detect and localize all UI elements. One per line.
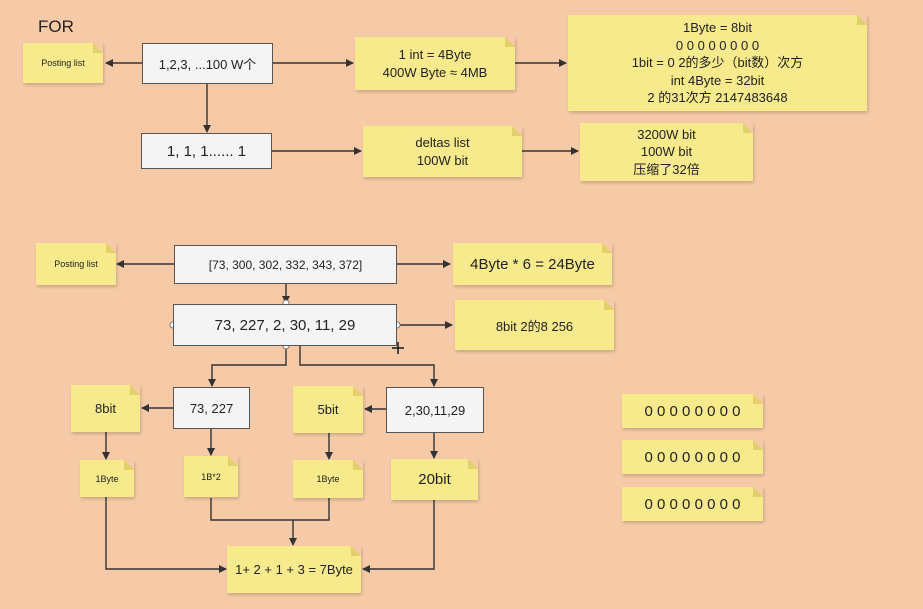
right-bits-label: 5bit [317, 402, 339, 417]
left-far-bytes-note: 1Byte [80, 460, 134, 497]
merge-left-bytes [210, 498, 293, 521]
left-bytes-label: 1B*2 [201, 471, 221, 482]
byte-bit-note: 1Byte = 8bit 0 0 0 0 0 0 0 0 1bit = 0 2的… [568, 15, 867, 111]
note-line: 1Byte = 8bit [682, 20, 752, 36]
raw-size-label: 4Byte * 6 = 24Byte [470, 255, 595, 273]
raw-ids-label: [73, 300, 302, 332, 343, 372] [208, 257, 363, 272]
note-line: deltas list [415, 134, 470, 150]
top-deltas-box: 1, 1, 1...... 1 [141, 133, 272, 169]
right-bytes-note: 1Byte [293, 460, 363, 498]
posting-list-label: Posting list [54, 259, 98, 269]
left-bits-label: 8bit [95, 401, 116, 416]
posting-list-note-top: Posting list [23, 43, 103, 83]
right-bits-note: 5bit [293, 386, 363, 433]
merge-right-bytes [293, 498, 330, 521]
bit-row-label: 0 0 0 0 0 0 0 0 [644, 495, 741, 513]
note-line: 2 的31次方 2147483648 [647, 90, 788, 106]
bit-row-note: 0 0 0 0 0 0 0 0 [622, 487, 763, 521]
top-deltas-label: 1, 1, 1...... 1 [166, 142, 247, 160]
right-group-label: 2,30,11,29 [404, 402, 466, 418]
note-line: 3200W bit [637, 126, 696, 142]
left-bits-note: 8bit [71, 385, 140, 432]
ids-box: 1,2,3, ...100 W个 [142, 43, 273, 84]
arrow-deltas-to-left-group [208, 346, 287, 387]
bottom-deltas-box: 73, 227, 2, 30, 11, 29 [173, 304, 397, 346]
raw-ids-box: [73, 300, 302, 332, 343, 372] [174, 245, 397, 284]
note-line: 100W bit [416, 152, 469, 168]
arrow-right-total-to-sum [362, 500, 435, 573]
left-group-label: 73, 227 [189, 400, 234, 416]
right-total-note: 20bit [391, 459, 478, 500]
move-cursor-icon [392, 342, 404, 354]
deltas-size-note: 8bit 2的8 256 [455, 300, 614, 350]
bit-row-note: 0 0 0 0 0 0 0 0 [622, 394, 763, 428]
posting-list-label: Posting list [41, 58, 85, 68]
far-bytes-label: 1Byte [95, 473, 119, 484]
right-total-label: 20bit [418, 471, 451, 488]
note-line: 0 0 0 0 0 0 0 0 [675, 37, 760, 53]
note-line: 100W bit [640, 144, 693, 160]
deltas-list-note: deltas list 100W bit [363, 126, 522, 177]
int-size-note: 1 int = 4Byte 400W Byte ≈ 4MB [355, 37, 515, 90]
arrow-deltas-to-right-group [299, 346, 438, 387]
note-line: 400W Byte ≈ 4MB [382, 64, 488, 80]
bit-row-label: 0 0 0 0 0 0 0 0 [644, 448, 741, 466]
sum-note: 1+ 2 + 1 + 3 = 7Byte [227, 546, 361, 593]
note-line: int 4Byte = 32bit [670, 72, 765, 88]
raw-size-note: 4Byte * 6 = 24Byte [453, 243, 612, 285]
note-line: 压缩了32倍 [633, 161, 700, 177]
bit-row-note: 0 0 0 0 0 0 0 0 [622, 440, 763, 474]
right-bytes-label: 1Byte [316, 474, 340, 484]
right-group-box: 2,30,11,29 [386, 387, 484, 433]
page-title: FOR [38, 17, 74, 36]
bottom-deltas-label: 73, 227, 2, 30, 11, 29 [214, 316, 356, 334]
sum-label: 1+ 2 + 1 + 3 = 7Byte [235, 562, 353, 577]
deltas-size-label: 8bit 2的8 256 [495, 318, 574, 334]
arrow-far-bytes-to-sum [105, 497, 227, 573]
compression-note: 3200W bit 100W bit 压缩了32倍 [580, 123, 753, 181]
note-line: 1 int = 4Byte [398, 46, 472, 62]
left-bytes-note: 1B*2 [184, 456, 238, 497]
posting-list-note-bottom: Posting list [36, 243, 116, 285]
note-line: 1bit = 0 2的多少（bit数）次方 [631, 55, 804, 71]
bit-row-label: 0 0 0 0 0 0 0 0 [644, 402, 741, 420]
left-group-box: 73, 227 [173, 387, 250, 429]
ids-label: 1,2,3, ...100 W个 [158, 57, 257, 72]
